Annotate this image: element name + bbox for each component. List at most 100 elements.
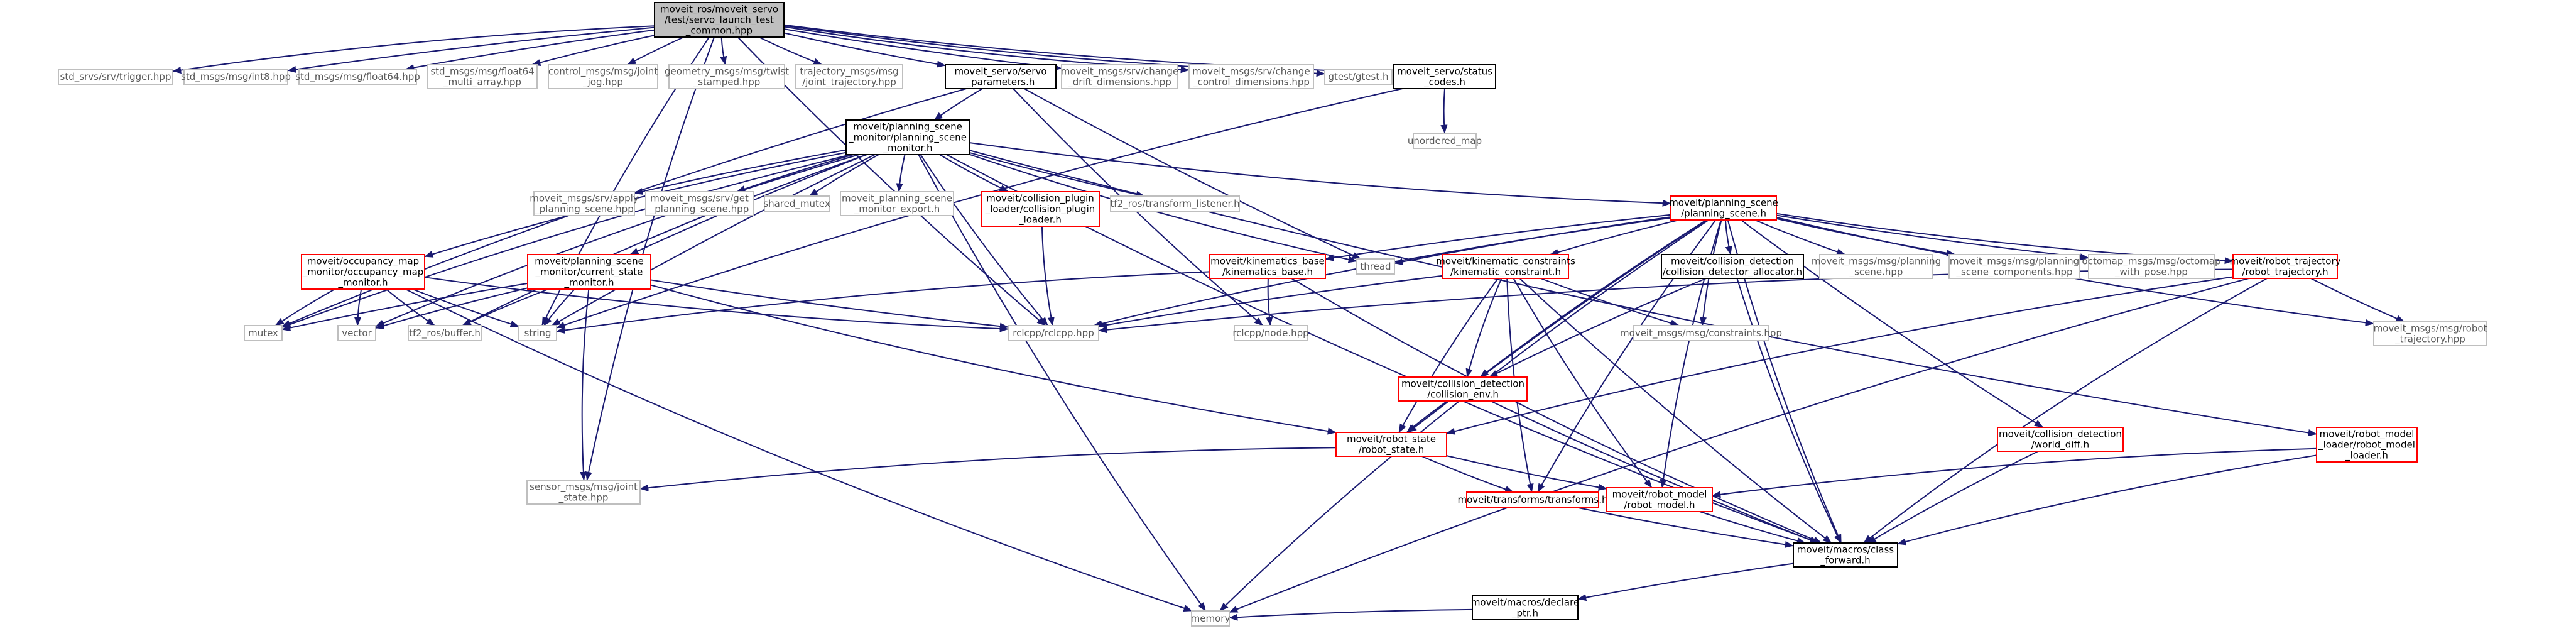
- node-transforms[interactable]: moveit/transforms/transforms.h: [1457, 491, 1608, 508]
- node-cdalloc[interactable]: moveit/collision_detection/collision_det…: [1661, 254, 1804, 279]
- node-kinconstraint-box: [1442, 254, 1569, 279]
- node-psm[interactable]: moveit/planning_scene_monitor/planning_s…: [845, 119, 970, 155]
- node-thread[interactable]: thread: [1356, 258, 1395, 275]
- edge-currentstate-to-jointstate: [580, 288, 590, 481]
- node-collplugin[interactable]: moveit/collision_plugin_loader/collision…: [981, 191, 1100, 227]
- node-root-label-line: _common.hpp: [685, 25, 753, 36]
- node-tf2buffer[interactable]: tf2_ros/buffer.h: [408, 325, 482, 341]
- node-servoparams[interactable]: moveit_servo/servo_parameters.h: [945, 64, 1057, 89]
- node-mutex[interactable]: mutex: [244, 325, 283, 341]
- node-rclcppnode[interactable]: rclcpp/node.hpp: [1232, 325, 1309, 341]
- node-int8[interactable]: std_msgs/msg/int8.hpp: [181, 69, 291, 85]
- node-statuscodes[interactable]: moveit_servo/status_codes.h: [1393, 64, 1496, 89]
- node-worlddiff[interactable]: moveit/collision_detection/world_diff.h: [1997, 427, 2124, 452]
- node-planningscene-label-line: /planning_scene.h: [1681, 207, 1766, 219]
- edge-root-to-float64multi: [531, 35, 655, 66]
- node-pscomp[interactable]: moveit_msgs/msg/planning_scene_component…: [1948, 254, 2080, 279]
- node-rclcpp-label-line: rclcpp/rclcpp.hpp: [1013, 327, 1094, 339]
- node-twist[interactable]: geometry_msgs/msg/twist_stamped.hpp: [665, 64, 789, 89]
- node-robotstate-label-line: /robot_state.h: [1359, 444, 1424, 456]
- node-robotmodel-box: [1606, 487, 1713, 512]
- node-declareptr-box: [1472, 595, 1579, 620]
- node-jointstate[interactable]: sensor_msgs/msg/joint_state.hpp: [526, 480, 641, 505]
- edge-psm-to-string: [552, 154, 876, 326]
- node-getps[interactable]: moveit_msgs/srv/get_planning_scene.hpp: [645, 191, 754, 216]
- node-servoparams-box: [945, 64, 1057, 89]
- node-kinbase-box: [1209, 254, 1326, 279]
- node-kinconstraint-label-line: /kinematic_constraint.h: [1450, 266, 1561, 278]
- node-classfwd[interactable]: moveit/macros/class_forward.h: [1793, 542, 1898, 568]
- edge-robottraj-to-memory: [1229, 278, 2249, 613]
- node-string[interactable]: string: [518, 325, 557, 341]
- node-trigger-label-line: std_srvs/srv/trigger.hpp: [60, 71, 171, 83]
- node-vector-box: [337, 325, 376, 341]
- node-planningscene[interactable]: moveit/planning_scene/planning_scene.h: [1669, 195, 1778, 221]
- node-tf2listener[interactable]: tf2_ros/transform_listener.h: [1110, 195, 1240, 212]
- node-currentstate-label-line: moveit/planning_scene: [535, 255, 644, 267]
- node-robotstate[interactable]: moveit/robot_state/robot_state.h: [1335, 432, 1447, 457]
- node-changecontrol-label-line: _control_dimensions.hpp: [1192, 76, 1310, 88]
- node-jointstate-label-line: sensor_msgs/msg/joint: [530, 481, 638, 493]
- node-constraintsmsg[interactable]: moveit_msgs/msg/constraints.hpp: [1620, 325, 1782, 341]
- node-cdalloc-label-line: moveit/collision_detection: [1671, 255, 1794, 267]
- node-getps-box: [645, 191, 754, 216]
- node-jointjog[interactable]: control_msgs/msg/joint_jog.hpp: [548, 64, 658, 89]
- node-changecontrol[interactable]: moveit_msgs/srv/change_control_dimension…: [1188, 64, 1314, 89]
- node-vector[interactable]: vector: [337, 325, 376, 341]
- node-octomap[interactable]: octomap_msgs/msg/octomap_with_pose.hpp: [2082, 254, 2221, 279]
- node-float64multi[interactable]: std_msgs/msg/float64_multi_array.hpp: [427, 64, 538, 89]
- node-thread-label-line: thread: [1360, 261, 1391, 272]
- node-declareptr-label-line: _ptr.h: [1511, 607, 1538, 619]
- edge-currentstate-to-rclcpp: [650, 279, 1009, 330]
- node-memory[interactable]: memory: [1191, 610, 1231, 627]
- edge-planningscene-to-kinbase: [1325, 214, 1671, 261]
- node-psmexport-label-line: moveit_planning_scene: [842, 192, 952, 204]
- node-psmexport[interactable]: moveit_planning_scene_monitor_export.h: [840, 191, 954, 216]
- node-kinbase[interactable]: moveit/kinematics_base/kinematics_base.h: [1209, 254, 1326, 279]
- node-jointtraj[interactable]: trajectory_msgs/msg/joint_trajectory.hpp: [795, 64, 903, 89]
- node-kinbase-label-line: moveit/kinematics_base: [1210, 255, 1325, 267]
- node-sharedmutex-label-line: shared_mutex: [763, 198, 830, 210]
- node-robottrajmsg[interactable]: moveit_msgs/msg/robot_trajectory.hpp: [2373, 321, 2487, 346]
- node-float64[interactable]: std_msgs/msg/float64.hpp: [295, 69, 420, 85]
- node-psmsg[interactable]: moveit_msgs/msg/planning_scene.hpp: [1812, 254, 1941, 279]
- node-gtest[interactable]: gtest/gtest.h: [1324, 69, 1393, 85]
- node-kinconstraint[interactable]: moveit/kinematic_constraints/kinematic_c…: [1436, 254, 1575, 279]
- node-root[interactable]: moveit_ros/moveit_servo/test/servo_launc…: [654, 2, 785, 38]
- node-robotmodel[interactable]: moveit/robot_model/robot_model.h: [1606, 487, 1713, 512]
- node-occupancy[interactable]: moveit/occupancy_map_monitor/occupancy_m…: [301, 254, 425, 290]
- node-collenv[interactable]: moveit/collision_detection/collision_env…: [1398, 376, 1528, 402]
- node-string-box: [518, 325, 557, 341]
- edge-servoparams-to-psm: [933, 88, 983, 121]
- node-robotmodel-label-line: moveit/robot_model: [1612, 488, 1707, 500]
- node-declareptr[interactable]: moveit/macros/declare_ptr.h: [1471, 595, 1579, 620]
- node-rclcpp[interactable]: rclcpp/rclcpp.hpp: [1008, 325, 1099, 341]
- node-robottraj-label-line: moveit/robot_trajectory: [2229, 255, 2340, 267]
- node-robottraj[interactable]: moveit/robot_trajectory/robot_trajectory…: [2229, 254, 2341, 279]
- node-tf2buffer-box: [408, 325, 482, 341]
- node-mutex-box: [244, 325, 283, 341]
- node-changecontrol-label-line: moveit_msgs/srv/change: [1192, 65, 1310, 77]
- edge-cdalloc-to-classfwd: [1736, 278, 1842, 544]
- node-int8-label-line: std_msgs/msg/int8.hpp: [181, 71, 291, 83]
- edge-currentstate-to-mutex: [281, 282, 528, 332]
- edge-collplugin-to-rclcpp: [1041, 226, 1055, 326]
- node-thread-box: [1356, 258, 1395, 275]
- node-pscomp-box: [1948, 254, 2080, 279]
- node-planningscene-box: [1670, 195, 1777, 221]
- node-sharedmutex[interactable]: shared_mutex: [763, 195, 830, 212]
- node-psm-label-line: moveit/planning_scene: [853, 121, 962, 133]
- node-classfwd-label-line: _forward.h: [1820, 554, 1870, 566]
- node-statuscodes-label-line: _codes.h: [1423, 76, 1465, 88]
- node-rmloader[interactable]: moveit/robot_model_loader/robot_model_lo…: [2316, 427, 2418, 463]
- node-currentstate[interactable]: moveit/planning_scene_monitor/current_st…: [527, 254, 651, 290]
- node-rmloader-label-line: _loader/robot_model: [2318, 439, 2415, 451]
- node-applyps[interactable]: moveit_msgs/srv/apply_planning_scene.hpp: [530, 191, 639, 216]
- node-psmsg-label-line: moveit_msgs/msg/planning: [1812, 255, 1941, 267]
- edge-psm-to-rmloader: [969, 150, 2317, 437]
- node-unorderedmap[interactable]: unordered_map: [1408, 133, 1482, 149]
- node-changedrift[interactable]: moveit_msgs/srv/change_drift_dimensions.…: [1061, 64, 1178, 89]
- node-robottrajmsg-box: [2373, 321, 2487, 346]
- node-trigger-box: [58, 69, 173, 85]
- node-trigger[interactable]: std_srvs/srv/trigger.hpp: [58, 69, 173, 85]
